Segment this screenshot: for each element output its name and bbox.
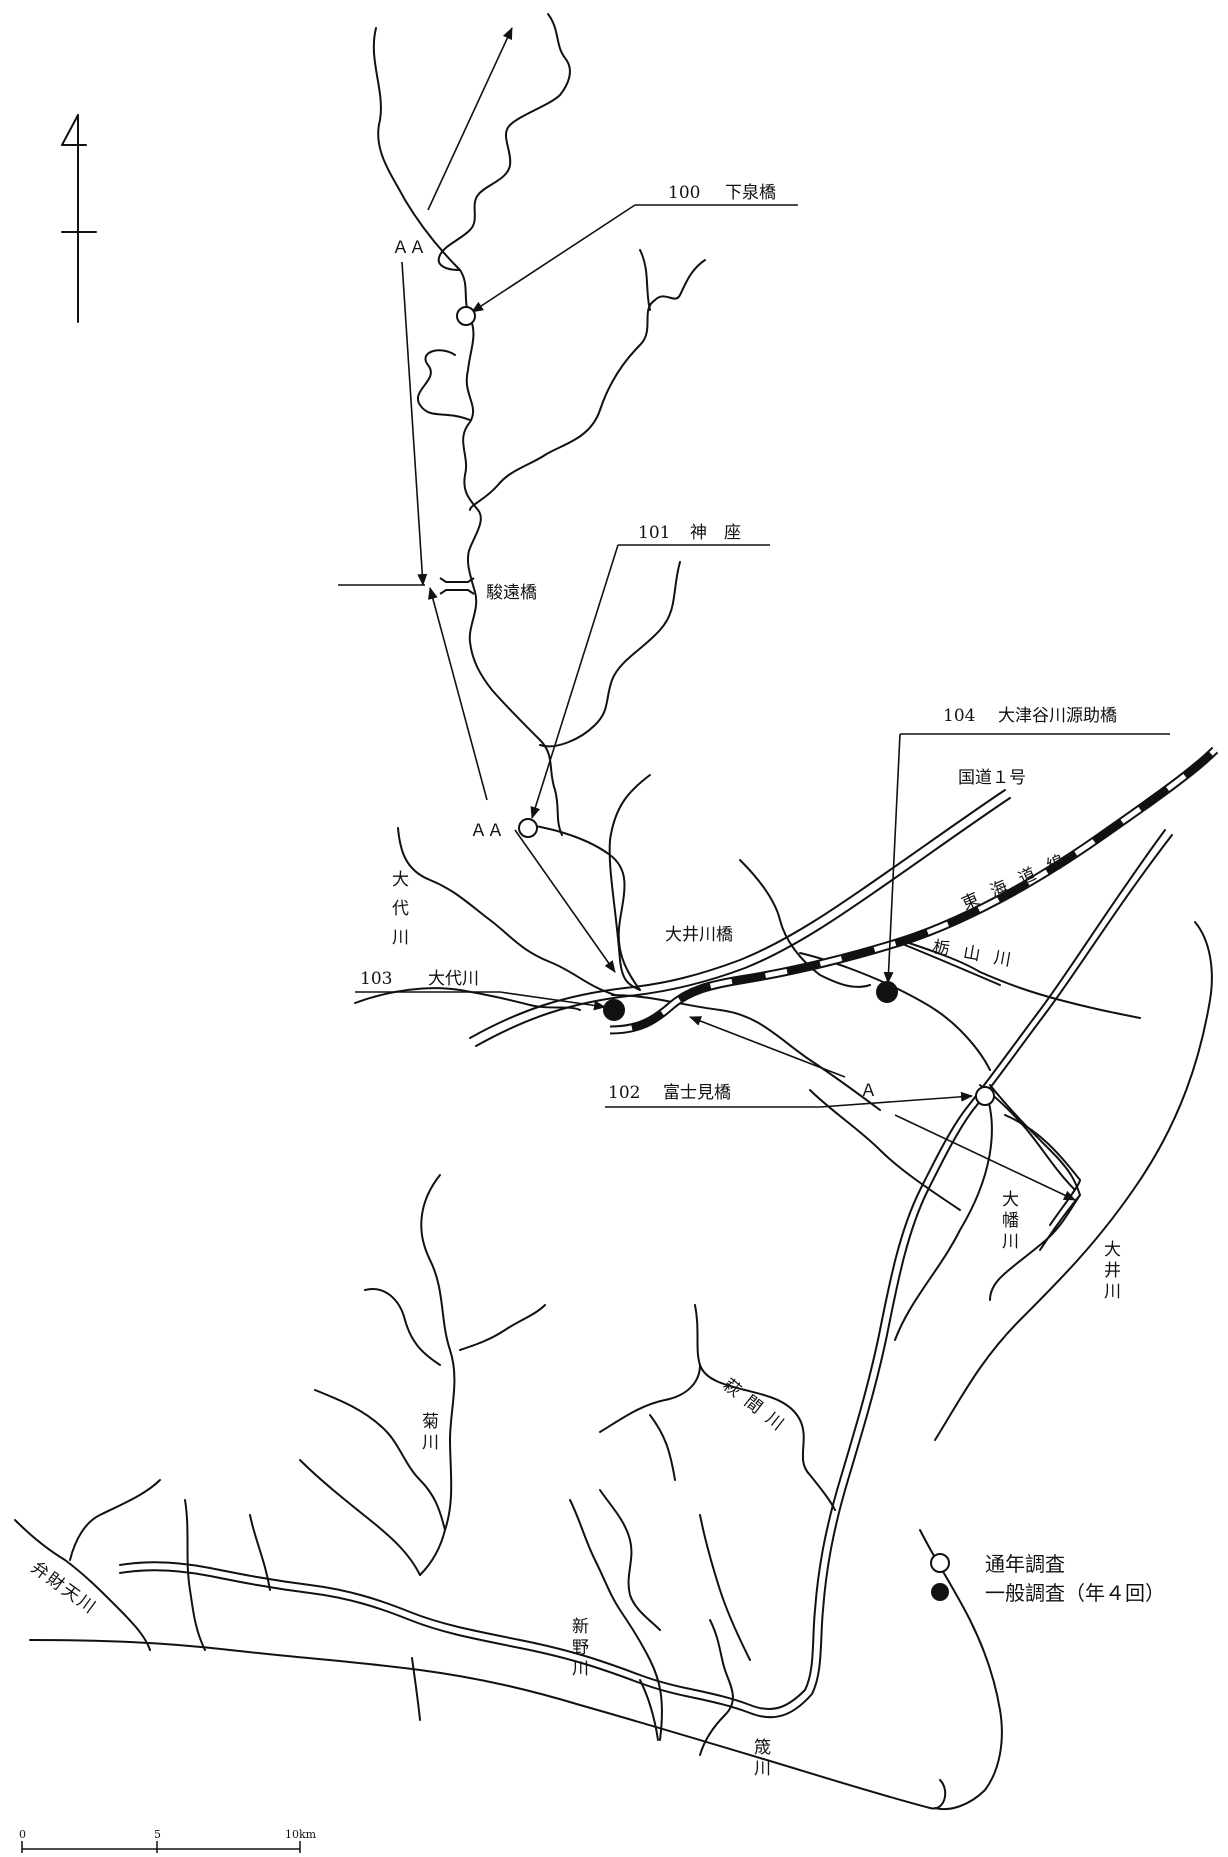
station-marker-100[interactable] bbox=[456, 306, 476, 326]
station-marker-102[interactable] bbox=[975, 1086, 995, 1106]
leader-103 bbox=[355, 991, 606, 1011]
station-103-name: 大代川 bbox=[428, 969, 479, 989]
chikuma-river bbox=[699, 1619, 734, 1756]
scale-tick-0: 0 bbox=[19, 1828, 26, 1841]
hagima-river-west bbox=[599, 1364, 701, 1433]
nino-river bbox=[569, 1499, 663, 1741]
odai-river-small bbox=[354, 987, 581, 1011]
obata-road bbox=[894, 1089, 993, 1341]
station-104-name: 大津谷川源助橋 bbox=[998, 706, 1117, 726]
scale-bar: 0 5 10km bbox=[19, 1828, 317, 1853]
mid-river-branch2 bbox=[649, 1414, 676, 1481]
a-lower-arrow-left bbox=[689, 1016, 846, 1078]
tochiyama-river-2 bbox=[899, 942, 1001, 986]
sunen-bridge-label: 駿遠橋 bbox=[486, 583, 537, 603]
leader-101 bbox=[530, 544, 770, 819]
oi-river-upper-tributary bbox=[639, 249, 651, 311]
oi-river-lower-west bbox=[611, 994, 881, 1111]
oi-river-middle-left bbox=[608, 774, 651, 991]
kiku-river-branch-w bbox=[364, 1288, 441, 1366]
oi-river-upper bbox=[372, 27, 563, 836]
river-south-east bbox=[809, 1089, 961, 1211]
tokaido-label: 東海道線 bbox=[959, 846, 1080, 915]
tokaido-railway bbox=[609, 746, 1219, 1035]
benzaiten-river bbox=[14, 1519, 151, 1651]
river-label-hagima: 萩間川 bbox=[719, 1375, 795, 1441]
route-1-road bbox=[469, 789, 1011, 1047]
east-coast bbox=[934, 921, 1213, 1441]
oi-river-lower-north2 bbox=[799, 952, 991, 1071]
river-label-nino: 新野川 bbox=[568, 1617, 589, 1680]
class-label-aa-upper: ＡＡ bbox=[392, 238, 426, 258]
oigawa-bridge-label: 大井川橋 bbox=[665, 925, 733, 945]
station-101-name: 神 座 bbox=[690, 523, 741, 543]
aa-mid-arrow-down bbox=[514, 829, 616, 973]
leader-100 bbox=[471, 204, 798, 313]
oi-river-lower-main bbox=[979, 1084, 1076, 1191]
coastal-inner-2 bbox=[639, 1679, 659, 1741]
leader-104 bbox=[883, 733, 1170, 984]
oi-river-upper-east bbox=[469, 259, 706, 511]
class-label-a-lower: Ａ bbox=[860, 1081, 877, 1101]
station-marker-104[interactable] bbox=[876, 981, 898, 1003]
station-104-code: 104 bbox=[943, 706, 975, 726]
aa-upper-arrow-down bbox=[401, 261, 428, 586]
route1-label: 国道１号 bbox=[958, 768, 1026, 788]
west-river-1 bbox=[184, 1499, 206, 1651]
station-102-code: 102 bbox=[608, 1083, 640, 1103]
coastal-inner bbox=[411, 1657, 421, 1721]
nino-river-east bbox=[699, 1514, 751, 1661]
hagima-river bbox=[694, 1304, 836, 1511]
oi-river-mouth bbox=[1039, 1194, 1081, 1251]
station-100-name: 下泉橋 bbox=[725, 183, 776, 203]
coastline bbox=[29, 1639, 947, 1810]
scale-tick-5: 5 bbox=[154, 1828, 161, 1841]
lower-east-channel bbox=[919, 1529, 1003, 1810]
bridge-icon bbox=[439, 577, 475, 595]
oi-river-upper-branch-north bbox=[437, 13, 571, 271]
legend: 通年調査 一般調査（年４回） bbox=[930, 1552, 1165, 1605]
station-103-code: 103 bbox=[360, 969, 392, 989]
legend-general-label: 一般調査（年４回） bbox=[985, 1581, 1165, 1605]
west-river-2 bbox=[249, 1514, 271, 1591]
mid-river-branch bbox=[599, 1489, 661, 1631]
station-102-name: 富士見橋 bbox=[663, 1083, 731, 1103]
obata-river-east bbox=[1004, 1114, 1081, 1226]
station-marker-101[interactable] bbox=[518, 818, 538, 838]
class-label-aa-middle: ＡＡ bbox=[470, 821, 504, 841]
odai-river bbox=[397, 827, 616, 996]
kiku-river-branch-w3 bbox=[299, 1459, 421, 1576]
kiku-river-branch-w2 bbox=[314, 1389, 446, 1531]
leader-102 bbox=[605, 1091, 973, 1108]
river-label-tochiyama: 栃山川 bbox=[931, 937, 1026, 973]
station-marker-103[interactable] bbox=[603, 999, 625, 1021]
tochiyama-river bbox=[899, 939, 1141, 1019]
scale-tick-10: 10km bbox=[285, 1828, 317, 1841]
river-label-oi: 大井川 bbox=[1100, 1240, 1121, 1303]
river-label-benzaiten: 弁財天川 bbox=[27, 1558, 100, 1619]
kiku-river-branch-e bbox=[459, 1304, 546, 1351]
kanza-tributary bbox=[539, 561, 681, 748]
kiku-river bbox=[419, 1174, 456, 1576]
coastal-road bbox=[119, 829, 1173, 1719]
aa-mid-arrow-up bbox=[428, 587, 488, 801]
benzaiten-river-branch bbox=[69, 1479, 161, 1561]
oi-river-middle bbox=[529, 824, 641, 991]
legend-open-circle-icon bbox=[930, 1553, 950, 1573]
legend-filled-circle-icon bbox=[931, 1583, 949, 1601]
a-lower-arrow-right bbox=[894, 1114, 1076, 1201]
aa-upper-arrow-north bbox=[427, 27, 513, 211]
river-label-odai: 大代川 bbox=[388, 870, 409, 957]
station-100-code: 100 bbox=[668, 183, 700, 203]
north-arrow-icon bbox=[61, 114, 97, 323]
river-label-obata: 大幡川 bbox=[998, 1190, 1019, 1253]
river-label-kiku: 菊川 bbox=[418, 1412, 439, 1454]
loop-river-mid bbox=[417, 349, 471, 421]
river-label-chikuma: 筬川 bbox=[750, 1738, 771, 1780]
legend-year-round-label: 通年調査 bbox=[985, 1552, 1065, 1576]
station-101-code: 101 bbox=[638, 523, 670, 543]
